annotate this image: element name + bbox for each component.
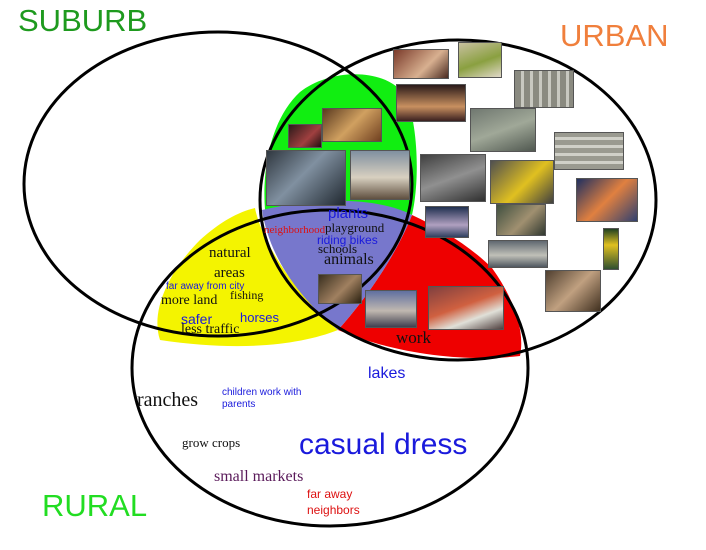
photo-basketball (576, 178, 638, 222)
photo-students (318, 274, 362, 304)
circle-suburb (22, 30, 414, 338)
set-label-urban: URBAN (560, 18, 669, 53)
term-horses: horses (240, 310, 280, 325)
photo-puppet (458, 42, 502, 78)
term-schools: schools (318, 241, 357, 256)
region-suburb-rural (157, 208, 338, 347)
term-safer: safer (181, 311, 213, 327)
term-fishing: fishing (230, 288, 264, 302)
circle-urban (258, 38, 658, 362)
term-more-land: more land (161, 293, 218, 308)
term-riding-bikes: riding bikes (317, 233, 378, 247)
photo-theater-1 (393, 49, 449, 79)
term-far-away-from-city: far away from city (166, 281, 245, 292)
photo-traffic-light (603, 228, 619, 270)
photo-taxi (490, 160, 554, 204)
term-areas: areas (214, 265, 245, 281)
term-natural: natural (209, 245, 251, 261)
term-playground: playground (325, 220, 385, 235)
term-ranches: ranches (137, 389, 199, 411)
term-work: work (396, 328, 431, 347)
photo-city-aerial (470, 108, 536, 152)
term-small-markets: small markets (214, 468, 304, 485)
term-far-away-neighbors-line1: far away (307, 487, 353, 501)
photo-highway (420, 154, 486, 202)
term-grow-crops: grow crops (182, 435, 241, 450)
region-all-three (262, 200, 412, 330)
term-lakes: lakes (368, 365, 406, 382)
photo-fire-truck (428, 286, 504, 330)
term-animals: animals (324, 251, 374, 268)
set-label-suburb: SUBURB (18, 3, 148, 38)
term-less-traffic: less traffic (181, 322, 240, 337)
photo-market (545, 270, 601, 312)
photo-crowd-room (322, 108, 382, 142)
photo-street-scene (365, 290, 417, 328)
term-children-work-line1: children work with (222, 387, 302, 398)
photo-train (488, 240, 548, 268)
photo-people-dark (288, 124, 322, 148)
term-neighborhood: neighborhood (264, 224, 326, 236)
photo-news-desk (266, 150, 346, 206)
term-casual-dress: casual dress (299, 428, 468, 461)
term-children-work-line2: parents (222, 399, 256, 410)
circle-rural (130, 208, 530, 528)
photo-dancers (425, 206, 469, 238)
term-far-away-neighbors-line2: neighbors (307, 503, 360, 517)
term-plants: plants (328, 205, 369, 222)
photo-street-crowd (496, 204, 546, 236)
photo-capitol (350, 150, 410, 200)
photo-building-facade (554, 132, 624, 170)
photo-stage (396, 84, 466, 122)
photo-highrise (514, 70, 574, 108)
set-label-rural: RURAL (42, 488, 148, 523)
